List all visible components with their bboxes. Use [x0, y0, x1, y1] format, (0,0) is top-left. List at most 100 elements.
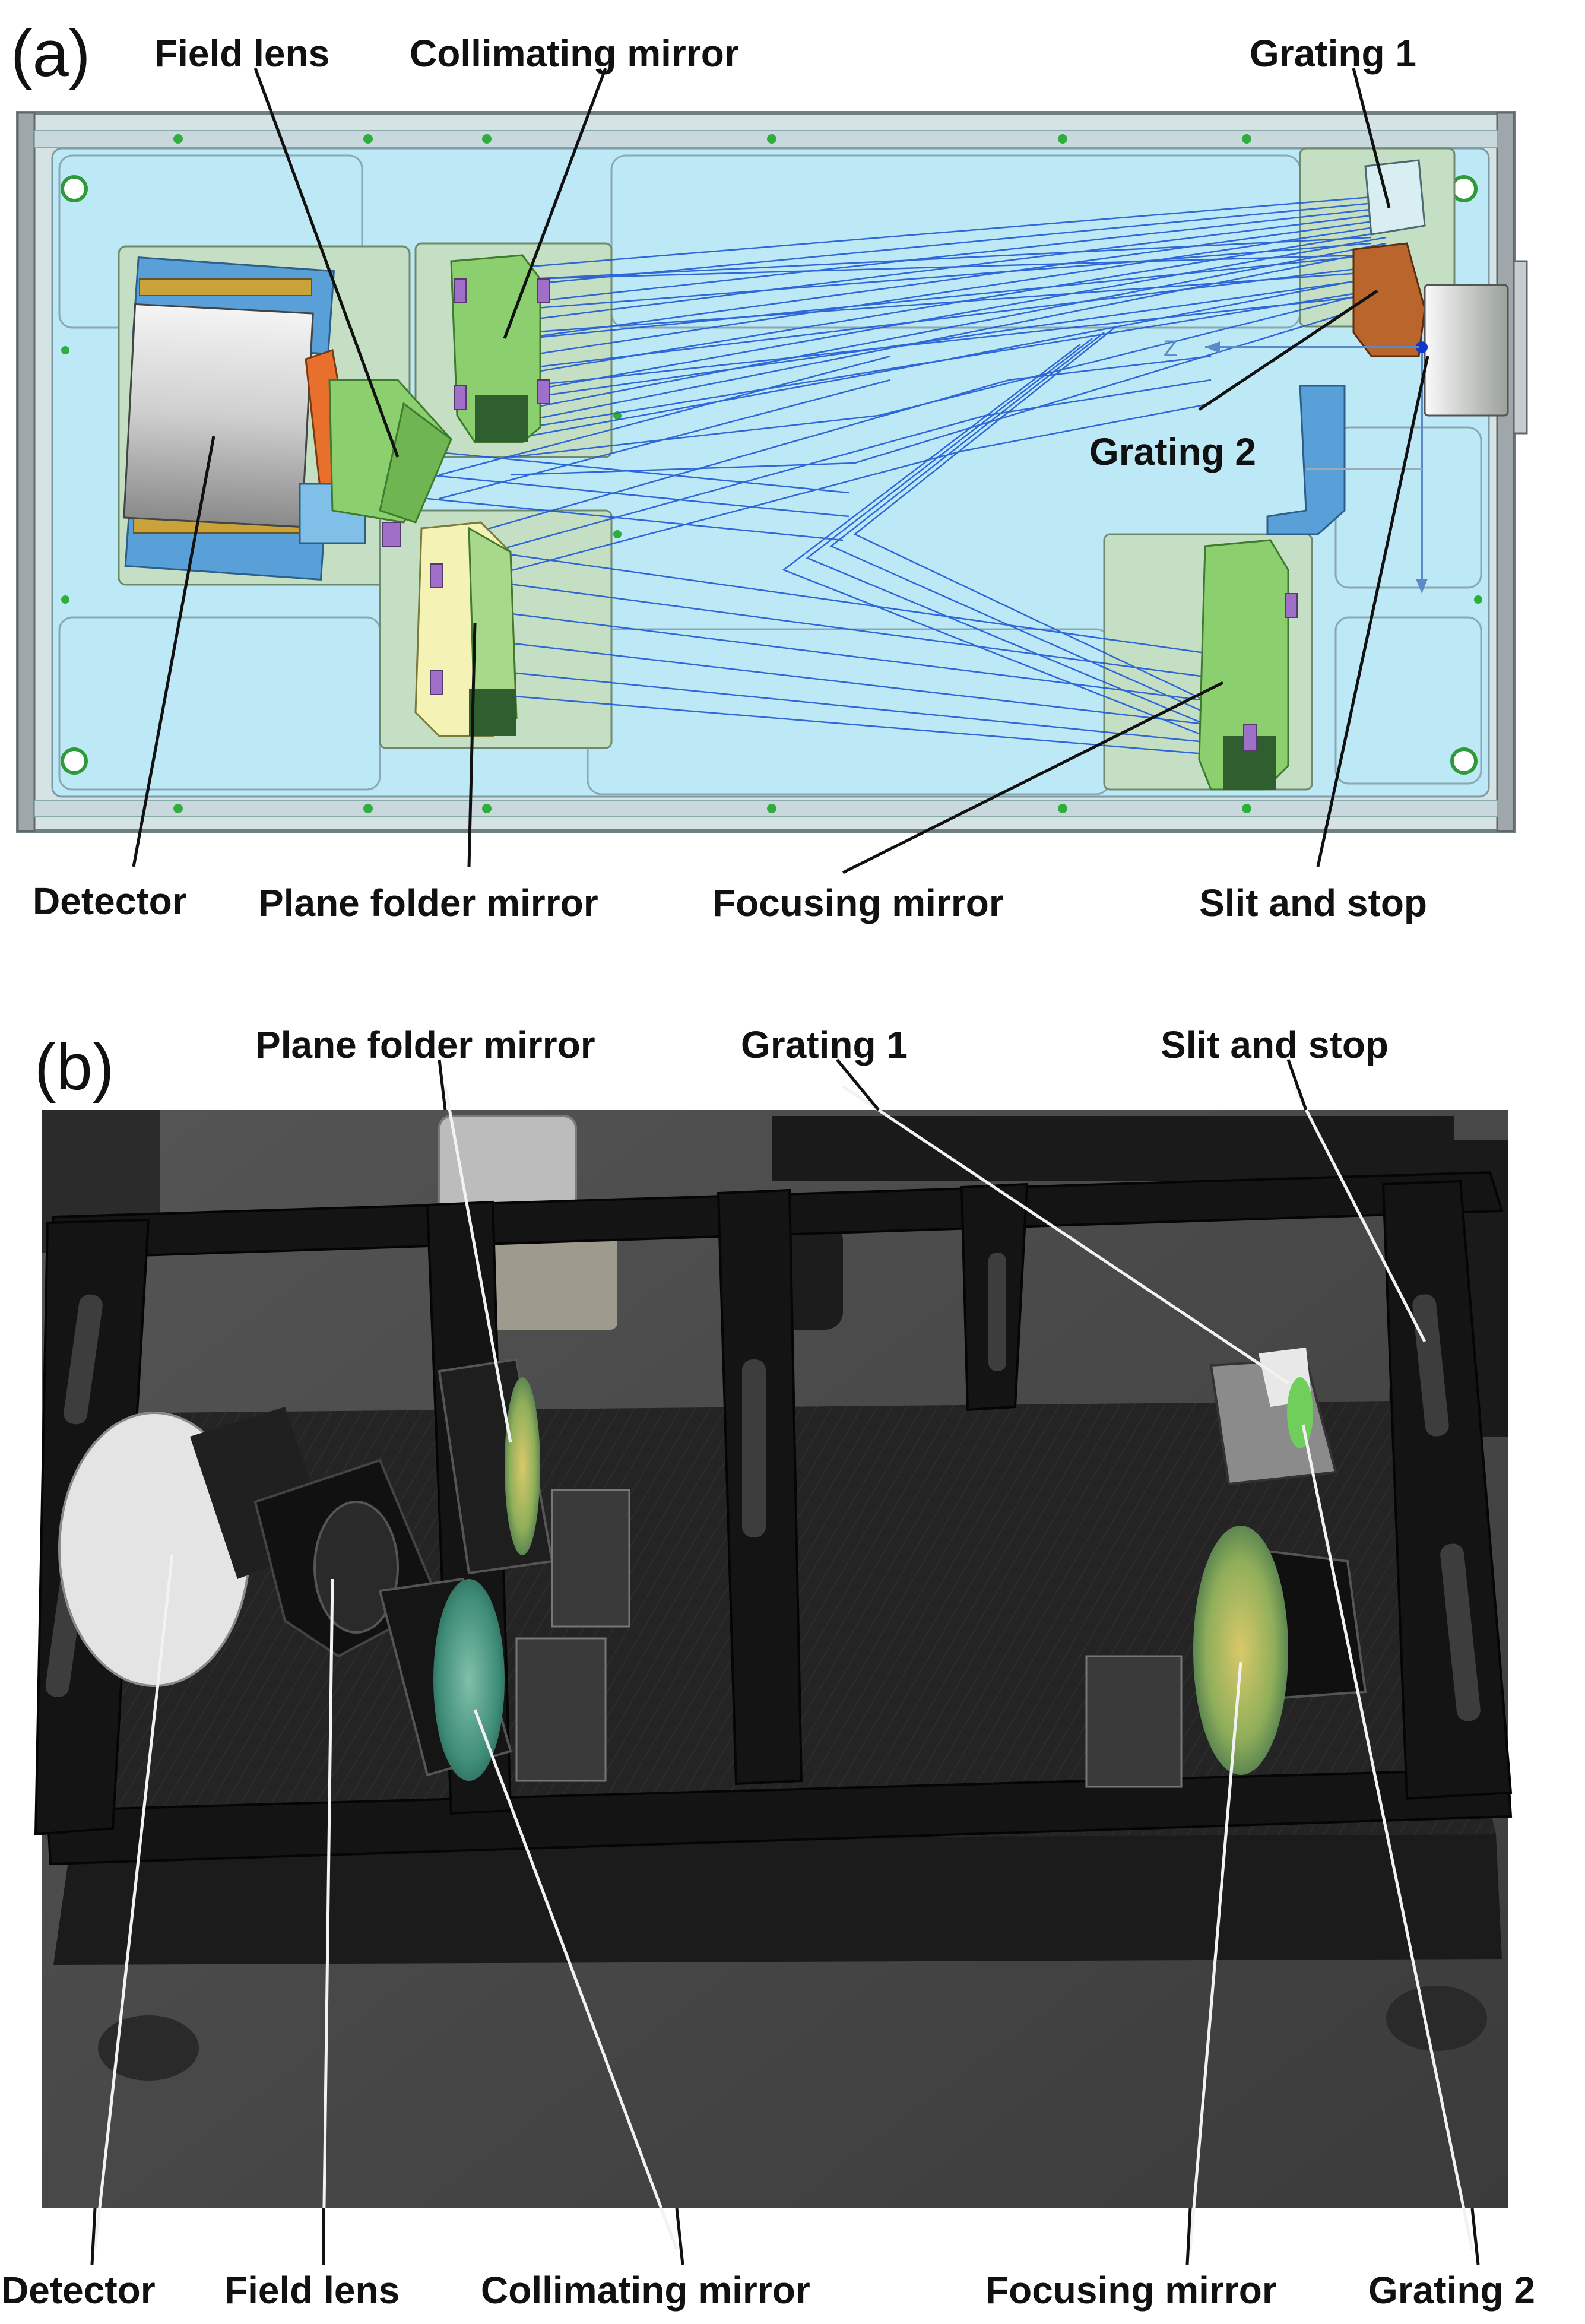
leader-tail — [836, 1058, 880, 1111]
label-grating-2-b: Grating 2 — [1368, 2269, 1535, 2312]
leader-collimating-mirror — [503, 68, 607, 339]
leader-slit-and-stop-b — [1292, 1085, 1426, 1343]
leader-tail — [1185, 2208, 1192, 2265]
focusing-mirror-photo — [1085, 1526, 1367, 1788]
leader-tail — [675, 2208, 684, 2265]
panel-b-labels: Plane folder mirror Grating 1 Slit and s… — [1, 1023, 1535, 2312]
panel-a-labels: Field lens Collimating mirror Grating 1 … — [33, 32, 1427, 924]
bottom-rail — [34, 800, 1498, 817]
leader-detector-b — [93, 1555, 174, 2250]
panel-b-leader-tails — [90, 1058, 1480, 2265]
label-field-lens: Field lens — [154, 32, 329, 75]
focusing-mirror — [1198, 539, 1298, 791]
grating-1 — [1364, 159, 1426, 236]
plane-folder-mirror — [414, 521, 518, 737]
leader-focusing-mirror-b — [1188, 1662, 1242, 2250]
panel-a-leaders — [132, 68, 1429, 874]
label-plane-folder-mirror-b: Plane folder mirror — [255, 1023, 595, 1066]
light-rays — [427, 195, 1387, 755]
panel-b-letter: (b) — [34, 1031, 114, 1104]
collimating-mirror-shadow — [475, 395, 528, 442]
label-plane-folder-mirror: Plane folder mirror — [258, 882, 598, 924]
detector-body — [123, 303, 314, 528]
field-lens-clamp — [382, 522, 401, 547]
label-collimating-mirror-b: Collimating mirror — [481, 2269, 810, 2312]
right-end-plate — [1496, 112, 1515, 832]
folder-mirror-optic — [505, 1377, 540, 1555]
mirror-clamp — [1243, 724, 1257, 751]
leader-grating-1-b — [842, 1085, 1289, 1385]
leader-plane-folder-mirror — [467, 623, 477, 867]
leader-plane-folder-mirror-b — [443, 1086, 512, 1443]
detector-assembly — [123, 256, 366, 581]
focusing-mirror-optic — [1193, 1526, 1288, 1775]
background-post — [778, 1223, 843, 1330]
mounting-hole — [1450, 175, 1478, 202]
leader-grating-2 — [1198, 289, 1378, 411]
mirror-clamp — [537, 278, 550, 303]
background-bench — [772, 1116, 1454, 1181]
focusing-mirror-mount — [1085, 1655, 1183, 1788]
panel-b: (b) — [1, 1023, 1535, 2312]
frame-right-leg — [1381, 1180, 1513, 1800]
slit-bracket — [1266, 385, 1346, 535]
collimating-mirror-mount — [515, 1637, 607, 1782]
mirror-clamp — [430, 563, 443, 588]
label-slit-and-stop-b: Slit and stop — [1161, 1023, 1389, 1066]
mirror-clamp — [454, 385, 467, 410]
mounting-hole — [1450, 747, 1478, 775]
label-focusing-mirror-b: Focusing mirror — [985, 2269, 1277, 2312]
detector-clamp — [139, 278, 312, 296]
field-lens-aperture — [313, 1501, 399, 1634]
folder-mirror-photo — [438, 1358, 630, 1628]
collimating-mirror — [450, 254, 550, 443]
leader-tail — [90, 2208, 97, 2265]
collimating-mirror-optic — [433, 1579, 505, 1781]
mounting-hole — [61, 747, 88, 775]
label-detector: Detector — [33, 880, 187, 922]
panel-a: (a) — [11, 17, 1528, 924]
leader-tail — [438, 1059, 447, 1111]
leader-grating-1 — [1352, 68, 1391, 208]
mirror-clamp — [430, 670, 443, 695]
leader-focusing-mirror — [842, 681, 1224, 874]
slit-port-flange — [1513, 260, 1528, 435]
field-lens-face — [379, 402, 452, 524]
panel-a-letter: (a) — [11, 17, 90, 90]
photo — [34, 1110, 1513, 2208]
label-focusing-mirror: Focusing mirror — [712, 882, 1004, 924]
leader-field-lens-b — [322, 1578, 334, 2250]
label-grating-1-b: Grating 1 — [741, 1023, 908, 1066]
left-end-plate — [17, 112, 36, 832]
leader-tail — [1286, 1059, 1308, 1111]
label-grating-1: Grating 1 — [1250, 32, 1416, 75]
leader-field-lens — [253, 68, 400, 458]
z-axis-label: Z — [1164, 337, 1177, 362]
background-block — [469, 1229, 617, 1330]
gratings-photo — [1209, 1348, 1337, 1486]
grating-2-optic — [1287, 1377, 1313, 1448]
y-axis-arrow — [1416, 579, 1428, 594]
grating-2 — [1352, 242, 1426, 357]
slit-and-stop-body — [1424, 284, 1509, 417]
collimating-mirror-photo — [378, 1577, 607, 1782]
leader-collimating-mirror-b — [473, 1709, 679, 2250]
folder-mirror-mount — [551, 1489, 630, 1628]
label-collimating-mirror: Collimating mirror — [410, 32, 739, 75]
field-lens — [328, 379, 452, 547]
base-plate-edge — [53, 1834, 1502, 1965]
mirror-clamp — [1285, 593, 1298, 618]
leader-detector — [132, 436, 215, 867]
leader-grating-2-b — [1301, 1424, 1474, 2250]
label-field-lens-b: Field lens — [224, 2269, 400, 2312]
panel-b-leaders — [93, 1085, 1474, 2250]
top-rail — [34, 130, 1498, 148]
grating-and-slit: Z — [1164, 159, 1509, 594]
mirror-clamp — [454, 278, 467, 303]
label-grating-2: Grating 2 — [1089, 430, 1256, 473]
frame-front-rail — [46, 1767, 1513, 1866]
z-axis-arrow — [1205, 341, 1220, 353]
optical-axis-origin — [1416, 341, 1428, 353]
leader-tail — [1470, 2208, 1480, 2265]
